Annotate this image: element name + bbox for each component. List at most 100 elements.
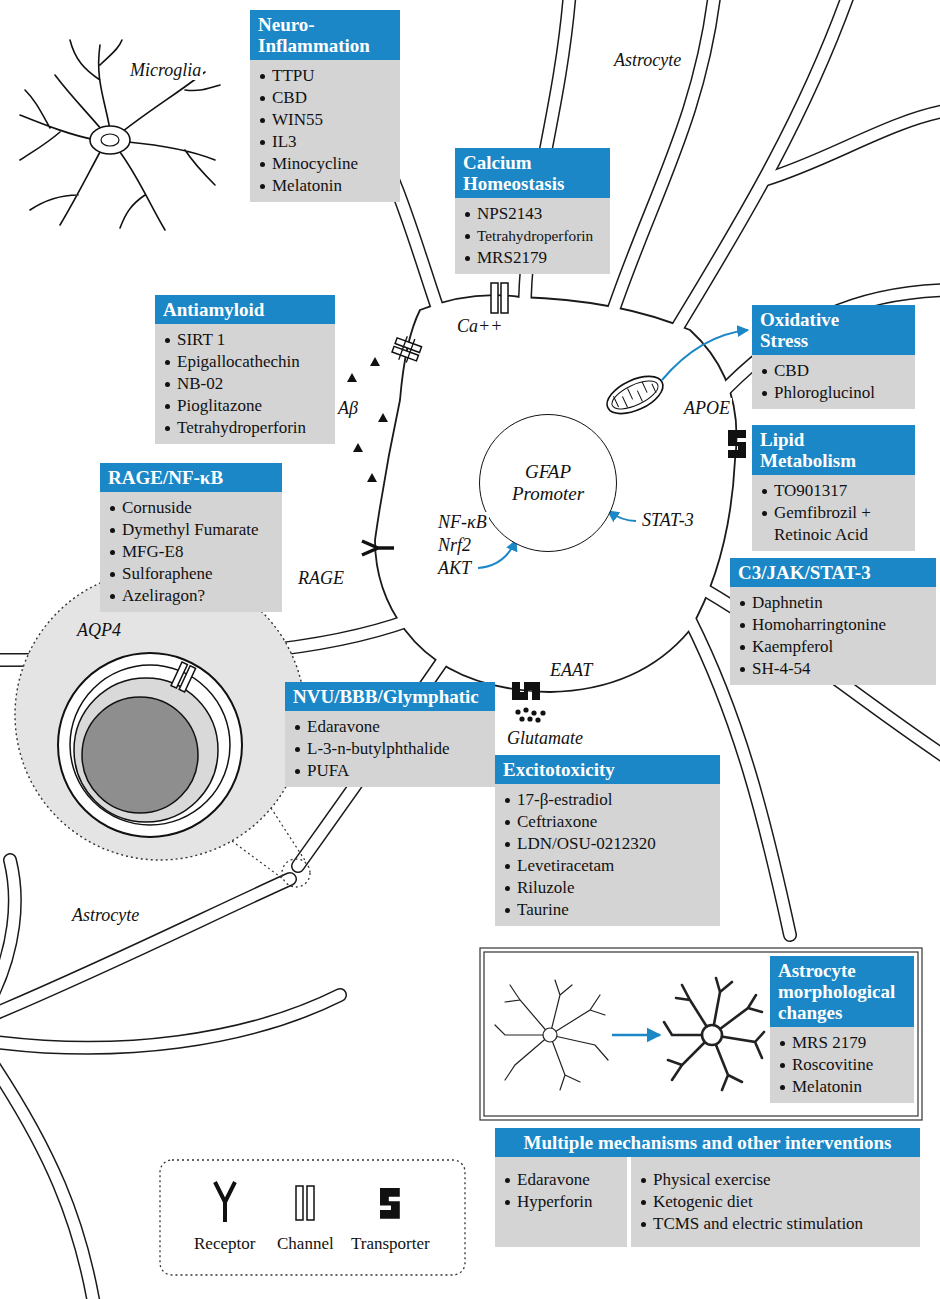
- legend-label: Receptor: [194, 1234, 255, 1254]
- drug-item: Ceftriaxone: [503, 811, 714, 833]
- legend-label: Transporter: [351, 1234, 430, 1254]
- aqp4-channel: [171, 662, 196, 692]
- rage-receptor: [362, 541, 394, 555]
- drug-item: Phloroglucinol: [760, 382, 909, 404]
- cell-label: Astrocyte: [612, 50, 683, 70]
- drug-item: WIN55: [258, 109, 394, 131]
- pathway-label: AKT: [436, 558, 473, 578]
- heading-text: RAGE/NF-κB: [108, 467, 274, 488]
- item-list: CBDPhloroglucinol: [752, 355, 915, 409]
- drug-item: NB-02: [163, 373, 329, 395]
- drug-item: SH-4-54: [738, 658, 930, 680]
- molecule-label: Aβ: [336, 398, 360, 418]
- heading-text: Calcium Homeostasis: [463, 152, 602, 194]
- box-heading: RAGE/NF-κB: [100, 463, 282, 492]
- drug-item: Levetiracetam: [503, 855, 714, 877]
- item-column: EdaravoneHyperforin: [495, 1157, 627, 1247]
- heading-text: Astrocyte morphological changes: [778, 960, 906, 1023]
- mechanism-box: Neuro-InflammationTTPUCBDWIN55IL3Minocyc…: [250, 10, 400, 202]
- drug-item: MRS 2179: [778, 1032, 908, 1054]
- item-list: EdaravoneL-3-n-butylphthalidePUFA: [285, 711, 495, 787]
- drug-item: IL3: [258, 131, 394, 153]
- pathway-label: Nrf2: [436, 535, 473, 555]
- morphology-panel: [480, 948, 922, 1120]
- cell-label: Astrocyte: [70, 905, 141, 925]
- channel-label: AQP4: [75, 620, 123, 640]
- drug-item: SIRT 1: [163, 329, 329, 351]
- astrocyte-soma: [375, 295, 737, 692]
- mechanism-box: Calcium HomeostasisNPS2143Tetrahydroperf…: [455, 148, 610, 274]
- drug-item: LDN/OSU-0212320: [503, 833, 714, 855]
- drug-item: Minocycline: [258, 153, 394, 175]
- mechanism-box: Multiple mechanisms and other interventi…: [495, 1128, 920, 1247]
- box-heading: Excitotoxicity: [495, 755, 720, 784]
- item-list: SIRT 1EpigallocathechinNB-02Pioglitazone…: [155, 324, 335, 444]
- item-list: MRS 2179RoscovitineMelatonin: [770, 1027, 914, 1103]
- mechanism-box: Oxidative StressCBDPhloroglucinol: [752, 305, 915, 409]
- box-heading: C3/JAK/STAT-3: [730, 558, 936, 587]
- drug-item: Gemfibrozil + Retinoic Acid: [760, 502, 909, 546]
- mechanism-box: NVU/BBB/GlymphaticEdaravoneL-3-n-butylph…: [285, 682, 495, 787]
- eaat-transporter: [512, 682, 540, 700]
- mitochondrion: [601, 369, 668, 422]
- drug-item: Roscovitine: [778, 1054, 908, 1076]
- drug-item: Melatonin: [778, 1076, 908, 1098]
- item-list: DaphnetinHomoharringtonineKaempferolSH-4…: [730, 587, 936, 685]
- drug-item: Taurine: [503, 899, 714, 921]
- item-column: Physical exerciseKetogenic dietTCMS and …: [631, 1157, 920, 1247]
- heading-text: Multiple mechanisms and other interventi…: [503, 1132, 912, 1153]
- heading-text: Lipid Metabolism: [760, 429, 870, 471]
- box-heading: Lipid Metabolism: [752, 425, 915, 475]
- drug-item: Daphnetin: [738, 592, 930, 614]
- item-columns: EdaravoneHyperforinPhysical exerciseKeto…: [495, 1157, 920, 1247]
- mechanism-box: C3/JAK/STAT-3DaphnetinHomoharringtonineK…: [730, 558, 936, 685]
- drug-item: Epigallocathechin: [163, 351, 329, 373]
- heading-text: Excitotoxicity: [503, 759, 712, 780]
- drug-item: MRS2179: [463, 247, 604, 269]
- transporter-label: APOE: [682, 398, 732, 418]
- amyloid-beta-triangles: [347, 357, 388, 482]
- calcium-channel: [491, 283, 508, 313]
- drug-item: PUFA: [293, 760, 489, 782]
- drug-item: MFG-E8: [108, 541, 276, 563]
- pathway-label: STAT-3: [640, 510, 696, 530]
- apoe-transporter: [728, 430, 746, 458]
- heading-text: Oxidative Stress: [760, 309, 870, 351]
- drug-item: Edaravone: [293, 716, 489, 738]
- mechanism-box: Excitotoxicity17-β-estradiolCeftriaxoneL…: [495, 755, 720, 926]
- promoter-text: GFAP Promoter: [480, 461, 616, 505]
- mechanism-box: RAGE/NF-κB CornusideDymethyl FumarateMFG-…: [100, 463, 282, 612]
- drug-item: TO901317: [760, 480, 909, 502]
- signal-arrow: [608, 511, 636, 521]
- glutamate-dots: [515, 707, 545, 722]
- drug-item: L-3-n-butylphthalide: [293, 738, 489, 760]
- drug-item: TTPU: [258, 65, 394, 87]
- signal-arrow: [478, 540, 516, 568]
- drug-item: CBD: [760, 360, 909, 382]
- box-heading: Antiamyloid: [155, 295, 335, 324]
- transporter-label: EAAT: [548, 660, 594, 680]
- drug-item: Physical exercise: [639, 1169, 914, 1191]
- box-heading: Oxidative Stress: [752, 305, 915, 355]
- molecule-label: Glutamate: [505, 728, 585, 748]
- heading-text: Antiamyloid: [163, 299, 327, 320]
- item-list: TO901317Gemfibrozil + Retinoic Acid: [752, 475, 915, 551]
- item-list: CornusideDymethyl FumarateMFG-E8Sulforap…: [100, 492, 282, 612]
- drug-item: Dymethyl Fumarate: [108, 519, 276, 541]
- drug-item: TCMS and electric stimulation: [639, 1213, 914, 1235]
- vessel-zoom: [15, 570, 310, 887]
- drug-item: Pioglitazone: [163, 395, 329, 417]
- drug-item: Melatonin: [258, 175, 394, 197]
- box-heading: NVU/BBB/Glymphatic: [285, 682, 495, 711]
- legend-frame: [160, 1160, 465, 1275]
- promoter-circle: GFAP Promoter: [479, 414, 617, 552]
- legend-label: Channel: [277, 1234, 334, 1254]
- item-list: TTPUCBDWIN55IL3MinocyclineMelatonin: [250, 60, 400, 202]
- box-heading: Calcium Homeostasis: [455, 148, 610, 198]
- drug-item: Tetrahydroperforin: [463, 225, 604, 247]
- mechanism-box: Astrocyte morphological changesMRS 2179R…: [770, 956, 914, 1103]
- mechanism-box: Lipid MetabolismTO901317Gemfibrozil + Re…: [752, 425, 915, 551]
- heading-text: NVU/BBB/Glymphatic: [293, 686, 487, 707]
- drug-item: NPS2143: [463, 203, 604, 225]
